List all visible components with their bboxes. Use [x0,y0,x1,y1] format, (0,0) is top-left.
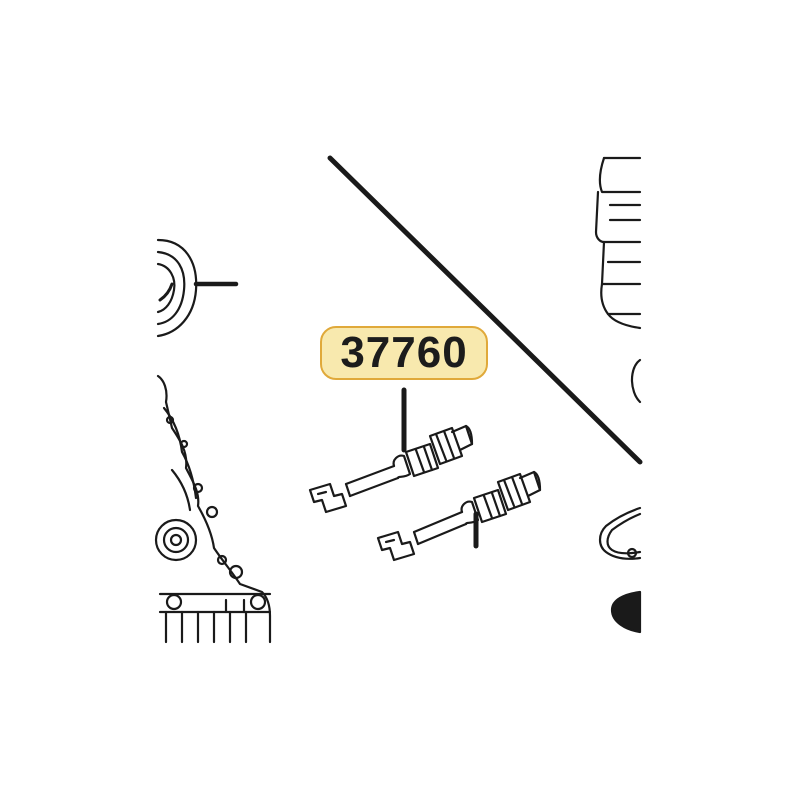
part-number-callout: 37760 [320,326,488,380]
seal-ring-left [156,238,239,338]
part-number-label: 37760 [340,328,468,377]
dark-cap-right [610,590,642,634]
section-divider-line [327,155,643,465]
engine-cover-left [154,374,272,644]
cylinder-part-right [594,156,642,404]
temperature-sender-lower [376,470,542,562]
bent-pipe-right [598,506,642,560]
temperature-sender-upper [308,424,474,514]
